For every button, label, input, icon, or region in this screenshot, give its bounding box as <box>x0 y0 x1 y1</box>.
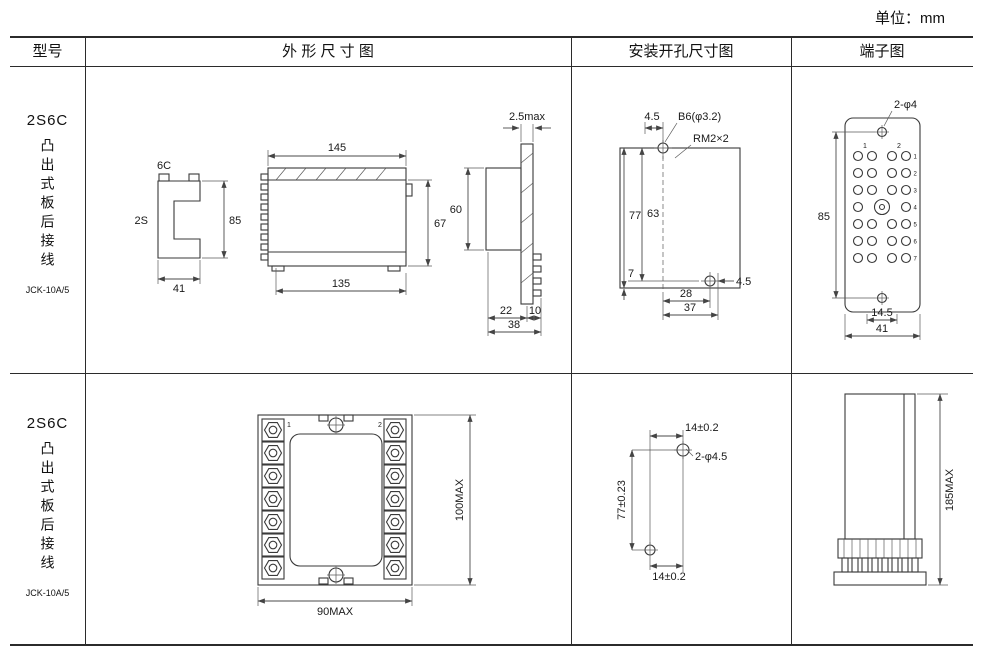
terminal-col2-label: 2 <box>378 422 382 429</box>
dim-145: 145 <box>328 142 346 154</box>
dim-6c: 6C <box>157 160 171 172</box>
terminal-col2-label: 2 <box>897 143 901 150</box>
header-install: 安装开孔尺寸图 <box>628 43 734 60</box>
terminal-row-label: 3 <box>914 189 918 195</box>
column-divider-1 <box>85 36 86 646</box>
dim-2s: 2S <box>135 215 148 227</box>
dim-90max: 90MAX <box>317 606 354 618</box>
dim-85: 85 <box>229 215 241 227</box>
dim-41: 41 <box>876 323 888 335</box>
terminal-col1-label: 1 <box>863 143 867 150</box>
install-hole-view: 4.5 B6(φ3.2) RM2×2 77 63 7 28 37 4.5 <box>619 111 751 320</box>
dim-10: 10 <box>529 305 541 317</box>
part-number: JCK-10A/5 <box>25 588 70 598</box>
dim-77: 77±0.23 <box>616 480 628 520</box>
header-outline: 外 形 尺 寸 图 <box>282 43 374 60</box>
dim-7: 7 <box>628 268 634 280</box>
row2-outline-diagram: 1 2 100MAX 90MAX <box>257 414 476 618</box>
row-divider <box>10 373 973 374</box>
model-cell-row2: 2S6C 凸出式板后接线 JCK-10A/5 <box>10 415 85 598</box>
part-number: JCK-10A/5 <box>25 285 70 295</box>
terminal-col1-label: 1 <box>287 422 291 429</box>
row1-terminal-diagram: 1 2 1 2 3 4 5 6 7 2-φ4 85 14.5 41 <box>818 99 921 340</box>
dim-2-5max: 2.5max <box>509 111 546 123</box>
hole-spec-label: 2-φ4.5 <box>695 451 727 463</box>
panel-section-view: 2.5max 60 22 10 38 <box>450 111 551 336</box>
terminal-row-label: 6 <box>914 240 918 246</box>
dim-67: 67 <box>434 218 446 230</box>
bracket-top-view: 6C 2S 41 85 <box>135 160 242 295</box>
header-model: 型号 <box>32 43 63 60</box>
dim-135: 135 <box>332 278 350 290</box>
unit-label: 单位：mm <box>875 10 945 27</box>
dim-85: 85 <box>818 211 830 223</box>
model-description: 凸出式板后接线 <box>39 441 56 574</box>
model-description: 凸出式板后接线 <box>39 138 56 271</box>
model-name: 2S6C <box>26 415 69 432</box>
header-divider <box>10 66 973 67</box>
terminal-face-view: 1 2 1 2 3 4 5 6 7 2-φ4 85 14.5 41 <box>818 99 921 340</box>
dim-60: 60 <box>450 204 462 216</box>
model-cell-row1: 2S6C 凸出式板后接线 JCK-10A/5 <box>10 112 85 295</box>
terminal-row-label: 2 <box>914 172 918 178</box>
relay-side-view: 145 135 67 <box>260 142 446 295</box>
dim-100max: 100MAX <box>454 478 466 521</box>
table-border-bottom <box>10 644 973 646</box>
dim-63: 63 <box>647 208 659 220</box>
model-name: 2S6C <box>26 112 69 129</box>
dim-28: 28 <box>680 288 692 300</box>
dim-14-bottom: 14±0.2 <box>652 571 686 583</box>
column-divider-3 <box>791 36 792 646</box>
dim-22: 22 <box>500 305 512 317</box>
row2-install-diagram: 14±0.2 2-φ4.5 77±0.23 14±0.2 <box>616 422 727 583</box>
dim-41: 41 <box>173 283 185 295</box>
thread-spec-label: RM2×2 <box>693 133 729 145</box>
dim-77: 77 <box>629 210 641 222</box>
table-border-top <box>10 36 973 38</box>
row1-install-diagram: 4.5 B6(φ3.2) RM2×2 77 63 7 28 37 4.5 <box>619 111 751 320</box>
terminal-row-label: 4 <box>914 206 918 212</box>
relay-socket-side-view: 185MAX <box>833 393 956 586</box>
terminal-row-label: 1 <box>914 155 918 161</box>
dim-185max: 185MAX <box>944 468 956 511</box>
terminal-row-label: 7 <box>914 257 918 263</box>
dim-4-5-top: 4.5 <box>644 111 659 123</box>
dim-14-5: 14.5 <box>871 307 892 319</box>
header-terminal: 端子图 <box>859 43 905 60</box>
row2-terminal-diagram: 185MAX <box>833 393 956 586</box>
dim-14-top: 14±0.2 <box>685 422 719 434</box>
hole-spec-label: B6(φ3.2) <box>678 111 721 123</box>
row1-outline-diagram: 6C 2S 41 85 <box>135 111 551 336</box>
column-divider-2 <box>571 36 572 646</box>
terminal-row-label: 5 <box>914 223 918 229</box>
install-hole-view: 14±0.2 2-φ4.5 77±0.23 14±0.2 <box>616 422 727 583</box>
dim-37: 37 <box>684 302 696 314</box>
dim-38: 38 <box>508 319 520 331</box>
terminal-block-front-view: 1 2 100MAX 90MAX <box>257 414 476 618</box>
dim-4-5-right: 4.5 <box>736 276 751 288</box>
holes-spec-label: 2-φ4 <box>894 99 917 111</box>
